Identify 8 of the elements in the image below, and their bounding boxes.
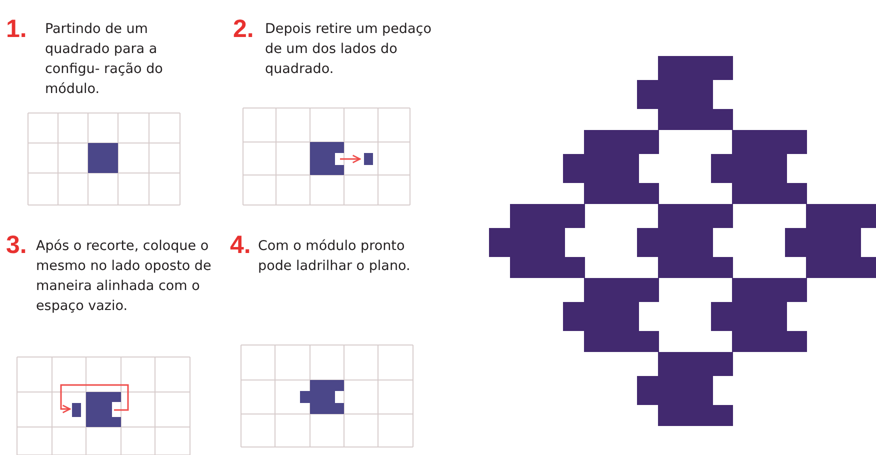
step-number: 3. <box>6 232 27 258</box>
step-number: 4. <box>230 232 251 258</box>
step-number: 2. <box>233 16 254 42</box>
step-text: Com o módulo pronto pode ladrilhar o plano. <box>258 237 412 276</box>
step-number: 1. <box>6 16 27 42</box>
step-text: Após o recorte, coloque o mesmo no lado oposto de maneira alinhada com o espaço vazio. <box>36 237 212 316</box>
step-text: Partindo de um quadrado para a configu- ração do módulo. <box>45 20 164 99</box>
step-text: Depois retire um pedaço de um dos lados do quadrado. <box>265 20 432 79</box>
